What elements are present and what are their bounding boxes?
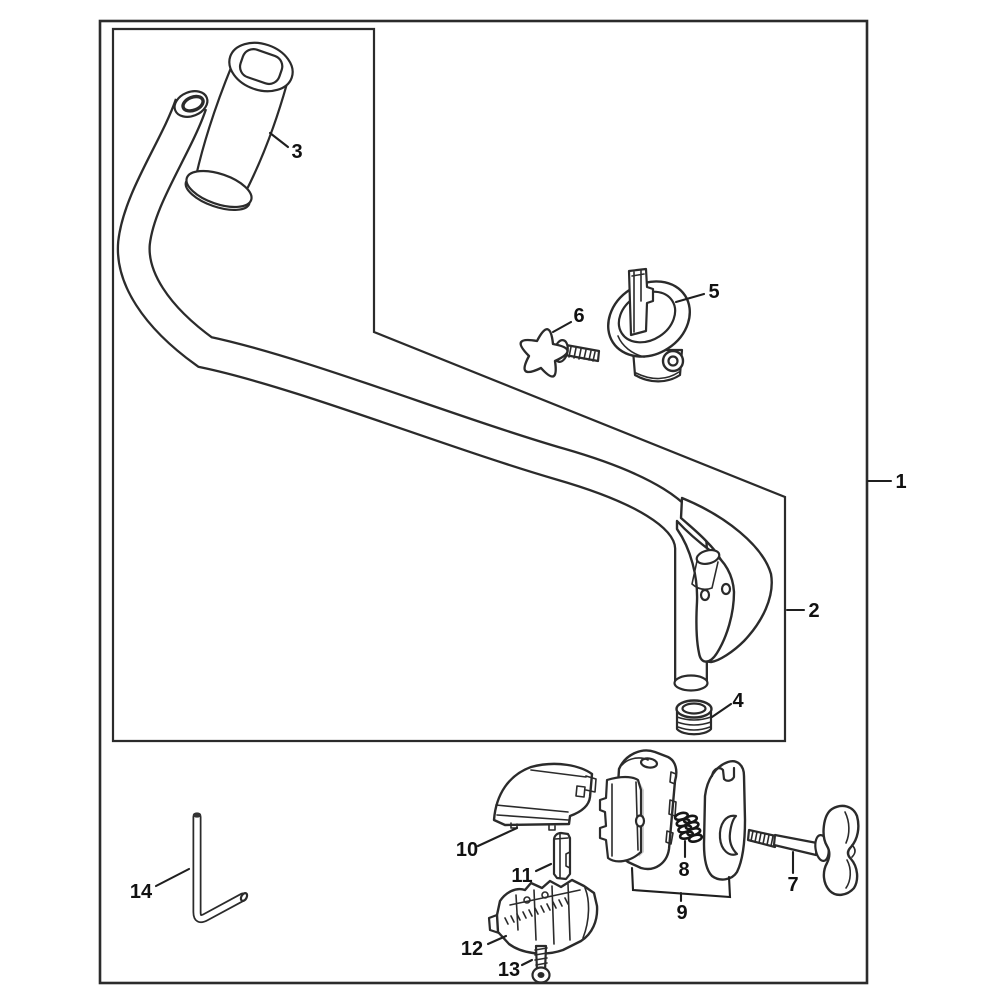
saddle-boss [695, 549, 721, 565]
saddle-hole-left [699, 588, 711, 602]
part-label-9: 9 [676, 902, 687, 924]
springs [673, 811, 704, 843]
part-label-12: 12 [461, 938, 483, 960]
part-label-10: 10 [456, 839, 478, 861]
part-label-13: 13 [498, 959, 520, 981]
clamp-half-right [702, 760, 747, 881]
threaded-plug [675, 699, 713, 736]
tube-open-end-bottom [673, 674, 709, 692]
tube-saddle-mount [675, 519, 736, 663]
part-label-2: 2 [808, 600, 819, 622]
group-bracket-9 [630, 866, 732, 903]
tube-open-end-top [173, 90, 209, 118]
part-label-5: 5 [708, 281, 719, 303]
saddle-hole-right [720, 582, 732, 596]
allen-key [192, 812, 249, 924]
lower-bracket [487, 878, 599, 955]
handlebar-tube [116, 90, 708, 684]
insert-block [552, 831, 572, 881]
leader-lines [154, 131, 893, 967]
screw [531, 944, 551, 984]
part-label-11: 11 [511, 865, 532, 887]
part-label-1: 1 [895, 471, 906, 493]
cover-cap [492, 762, 597, 831]
handle-grip [184, 41, 294, 211]
grip-collar [185, 169, 253, 209]
part-label-6: 6 [573, 305, 584, 327]
part-label-4: 4 [732, 690, 744, 712]
inner-frame [111, 27, 787, 743]
clamp-half-left [598, 749, 678, 871]
part-label-8: 8 [678, 859, 689, 881]
part-label-3: 3 [291, 141, 302, 163]
part-labels: 1 2 3 4 5 6 7 8 9 10 11 12 13 14 [130, 141, 907, 981]
wing-screw [746, 804, 860, 896]
part-label-14: 14 [130, 881, 153, 903]
star-knob [519, 328, 601, 378]
clamp-post [627, 267, 655, 337]
clamp-bracket [607, 267, 691, 383]
part-label-7: 7 [787, 874, 798, 896]
